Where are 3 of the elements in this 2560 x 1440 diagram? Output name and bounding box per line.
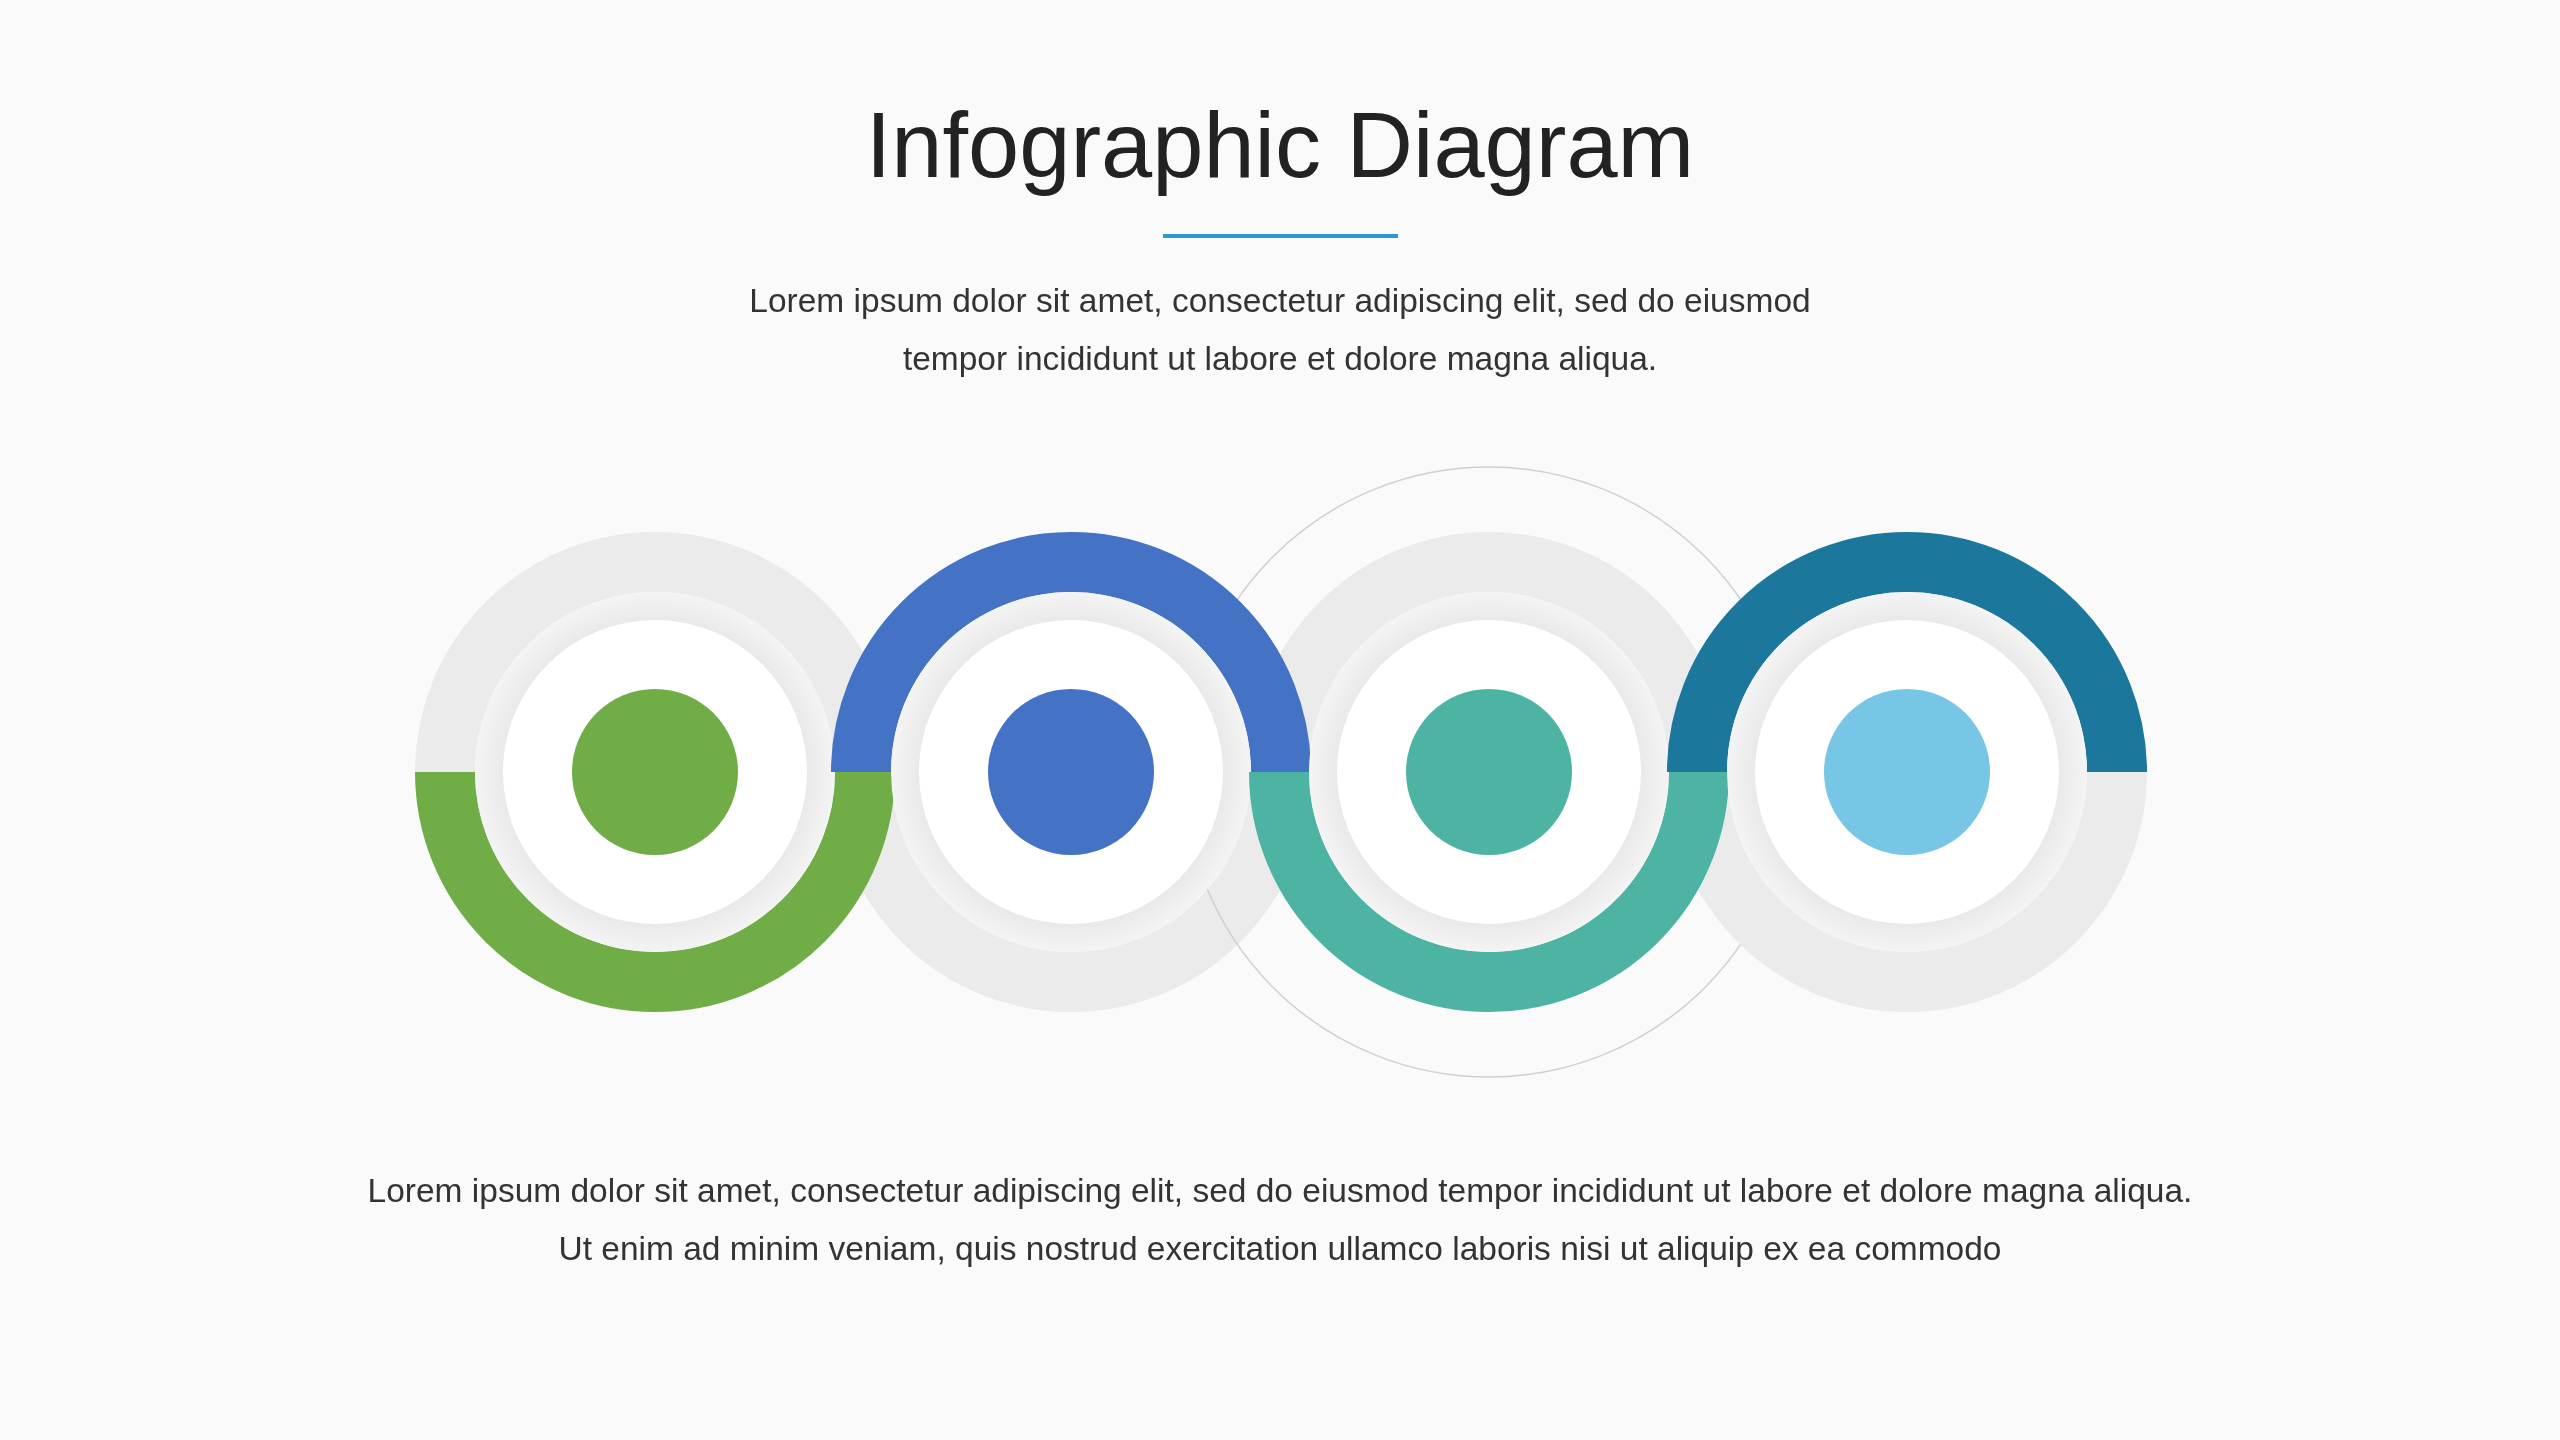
body-text: Lorem ipsum dolor sit amet, consectetur adipiscing elit, sed do eiusmod tempor incididunt ut labore et dolore magna aliqua. [748, 281, 1812, 379]
body-text: Lorem ipsum dolor sit amet, consectetur adipiscing elit, sed do eiusmod tempor incididunt ut labore et dolore magna aliqua. Ut enim ad minim veniam, quis nostrud exercitation ullamco laboris nisi ut aliquip ex ea commodo [366, 1171, 2194, 1269]
title: Infographic Diagram [864, 93, 1696, 198]
